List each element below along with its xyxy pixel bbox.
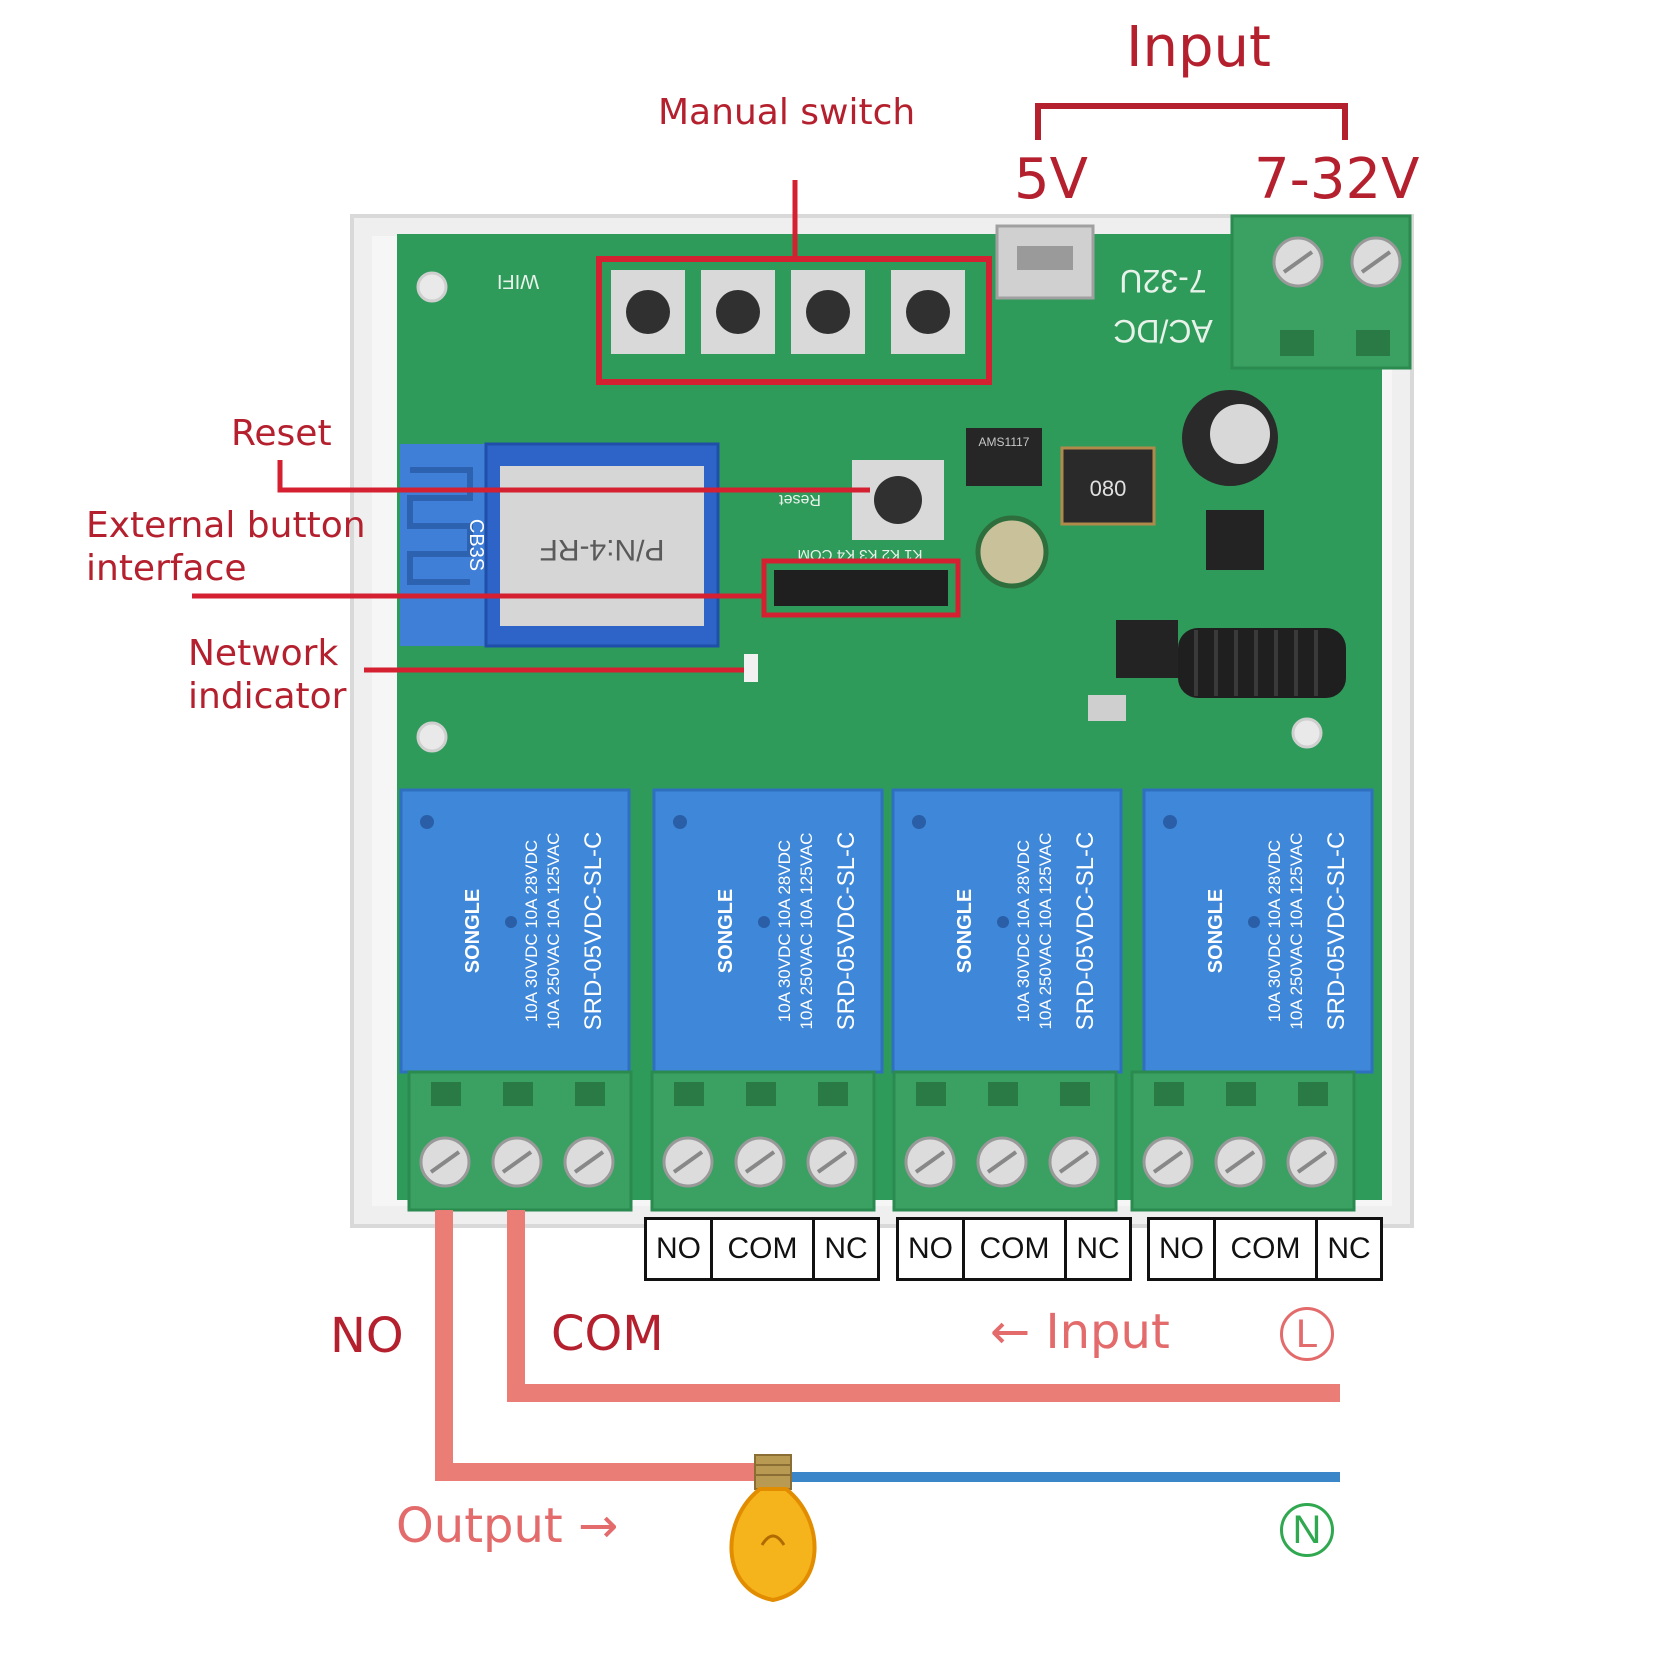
rf-chip [1116, 620, 1178, 678]
neutral-symbol-icon: N [1280, 1503, 1334, 1557]
terminal-table: NO COM NC [644, 1217, 880, 1281]
power-input-terminal [1230, 214, 1412, 370]
ic-text: AMS1117 [979, 435, 1030, 449]
output-terminal-3 [892, 1070, 1118, 1212]
module-name: CB3S [465, 519, 487, 571]
acdc-silk: AC/DC [1113, 313, 1213, 349]
live-symbol-icon: L [1280, 1307, 1334, 1361]
small-capacitor [975, 515, 1049, 589]
relay-rating1-text: 10A 250VAC 10A 125VAC [797, 833, 816, 1030]
com-label: COM [551, 1306, 664, 1362]
no-label: NO [330, 1308, 404, 1364]
manual-switch-buttons [611, 270, 965, 354]
output-terminal-4 [1130, 1070, 1356, 1212]
relay-rating2-text: 10A 30VDC 10A 28VDC [522, 840, 541, 1022]
output-terminal-1 [407, 1070, 633, 1212]
terminal-table: NO COM NC [896, 1217, 1132, 1281]
relay-rating2-text: 10A 30VDC 10A 28VDC [775, 840, 794, 1022]
network-led [744, 654, 758, 682]
external-header-highlight [761, 558, 961, 618]
wifi-module-antenna [400, 444, 490, 646]
table-cell-nc: NC [824, 1232, 868, 1265]
relay-model-text: SRD-05VDC-SL-C [1072, 832, 1099, 1031]
relay-rating2-text: 10A 30VDC 10A 28VDC [1265, 840, 1284, 1022]
relay-brand-text: SONGLE [1205, 889, 1227, 973]
relay-rating2-text: 10A 30VDC 10A 28VDC [1014, 840, 1033, 1022]
smd-chip [1206, 510, 1264, 570]
table-cell-com: COM [965, 1220, 1067, 1278]
reset-silk: Reset [779, 491, 821, 508]
module-text: P/N:4-RF [539, 533, 664, 566]
external-button-label: External button interface [86, 505, 366, 590]
table-cell-com: COM [713, 1220, 815, 1278]
reset-callout [277, 460, 870, 493]
reset-label: Reset [231, 413, 332, 454]
table-cell-nc: NC [1076, 1232, 1120, 1265]
mounting-hole [1291, 717, 1323, 749]
relay-rating1-text: 10A 250VAC 10A 125VAC [1036, 833, 1055, 1030]
input-arrow-label: ← Input [990, 1304, 1170, 1360]
wifi-module-shield [500, 466, 704, 626]
table-cell-no: NO [899, 1220, 965, 1278]
table-cell-nc: NC [1327, 1232, 1371, 1265]
manual-switch-label: Manual switch [658, 92, 916, 133]
relay-model-text: SRD-05VDC-SL-C [580, 832, 607, 1031]
voltage-regulator-ic [966, 428, 1042, 486]
relay-rating1-text: 10A 250VAC 10A 125VAC [1287, 833, 1306, 1030]
light-bulb-icon [729, 1454, 817, 1603]
5v-label: 5V [1014, 147, 1088, 212]
relay-rating1-text: 10A 250VAC 10A 125VAC [544, 833, 563, 1030]
relay-model-text: SRD-05VDC-SL-C [1323, 832, 1350, 1031]
coil-antenna [1178, 628, 1346, 698]
com-wire [507, 1210, 1340, 1402]
wifi-silk: WIFI [497, 270, 539, 292]
terminal-table: NO COM NC [1147, 1217, 1383, 1281]
voltage-silk: 7-32U [1119, 263, 1206, 299]
inductor-text: 080 [1090, 476, 1127, 501]
table-cell-no: NO [647, 1220, 713, 1278]
mounting-hole [416, 271, 448, 303]
input-top-label: Input [1126, 15, 1272, 80]
mounting-hole [416, 721, 448, 753]
output-terminal-2 [650, 1070, 876, 1212]
relay-model-text: SRD-05VDC-SL-C [833, 832, 860, 1031]
network-indicator-label: Network indicator [188, 633, 347, 718]
table-cell-com: COM [1216, 1220, 1318, 1278]
relay-brand-text: SONGLE [715, 889, 737, 973]
table-cell-no: NO [1150, 1220, 1216, 1278]
external-header [774, 570, 948, 606]
inductor [1060, 446, 1156, 526]
7-32v-label: 7-32V [1254, 147, 1420, 212]
relay-brand-text: SONGLE [954, 889, 976, 973]
usb-port [995, 224, 1095, 300]
crystal [1088, 695, 1126, 721]
output-arrow-label: Output → [396, 1498, 619, 1554]
input-bracket [1035, 103, 1348, 140]
relay-brand-text: SONGLE [462, 889, 484, 973]
no-wire [435, 1210, 765, 1481]
